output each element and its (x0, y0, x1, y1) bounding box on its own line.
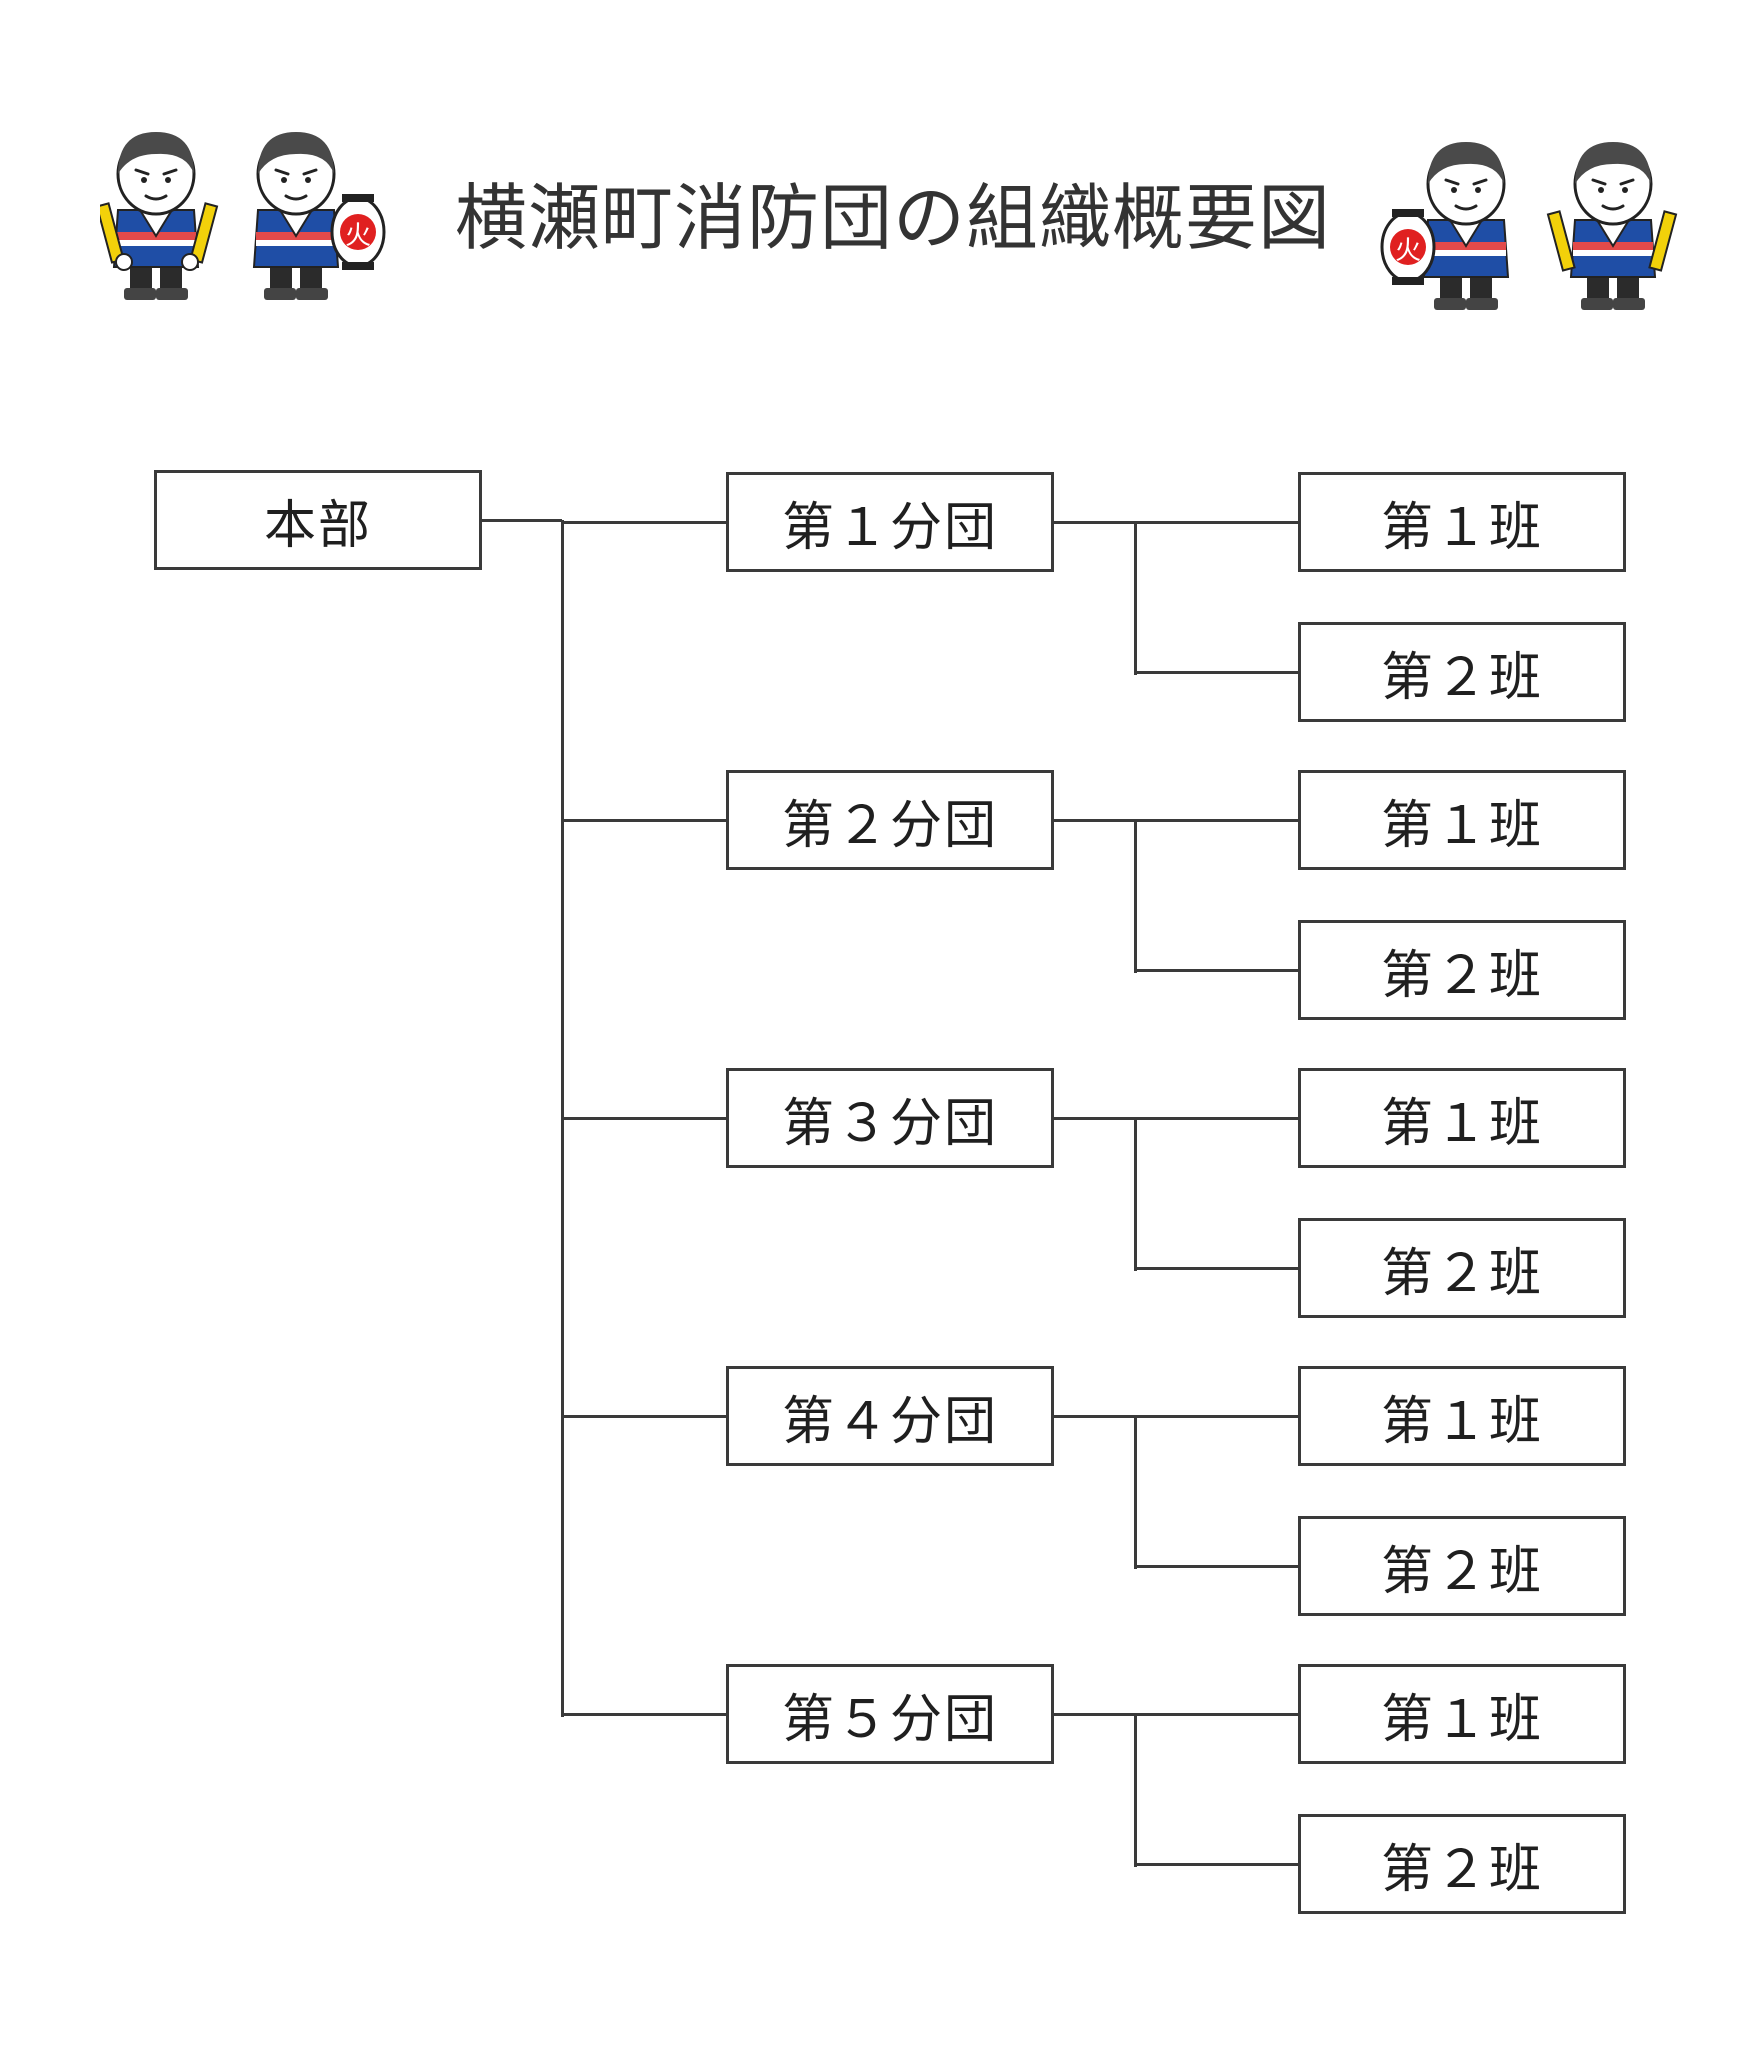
squad-node-1-2: 第２班 (1298, 622, 1626, 722)
connector-line (1054, 1713, 1298, 1716)
squad-node-5-1: 第１班 (1298, 1664, 1626, 1764)
connector-line (1135, 1863, 1298, 1866)
squad-node-2-2: 第２班 (1298, 920, 1626, 1020)
squad-node-4-1: 第１班 (1298, 1366, 1626, 1466)
division-node-4: 第４分団 (726, 1366, 1054, 1466)
connector-line (562, 521, 726, 524)
connector-line (1134, 820, 1137, 973)
page-title: 横瀬町消防団の組織概要図 (455, 176, 1332, 260)
connector-line (562, 1713, 726, 1716)
squad-node-4-2: 第２班 (1298, 1516, 1626, 1616)
division-node-5: 第５分団 (726, 1664, 1054, 1764)
lantern-mark: 火 (345, 221, 371, 251)
firefighter-with-baton-icon (1546, 140, 1678, 312)
division-node-1: 第１分団 (726, 472, 1054, 572)
connector-line (1135, 1267, 1298, 1270)
connector-line (1135, 969, 1298, 972)
connector-line (562, 1415, 726, 1418)
division-node-3: 第３分団 (726, 1068, 1054, 1168)
connector-line (1054, 521, 1298, 524)
squad-node-3-2: 第２班 (1298, 1218, 1626, 1318)
squad-node-1-1: 第１班 (1298, 472, 1626, 572)
connector-line (1135, 671, 1298, 674)
connector-line (1134, 1714, 1137, 1867)
division-node-2: 第２分団 (726, 770, 1054, 870)
root-node-headquarters: 本部 (154, 470, 482, 570)
firefighter-with-lantern-icon: 火 (252, 130, 386, 302)
lantern-mark: 火 (1395, 236, 1421, 266)
connector-line (1054, 1117, 1298, 1120)
firefighter-with-baton-icon (100, 130, 219, 302)
connector-line (562, 1117, 726, 1120)
connector-line (1054, 819, 1298, 822)
squad-node-3-1: 第１班 (1298, 1068, 1626, 1168)
connector-line (1135, 1565, 1298, 1568)
connector-line (1054, 1415, 1298, 1418)
firefighter-with-lantern-icon: 火 (1380, 140, 1510, 312)
connector-line (562, 819, 726, 822)
connector-line (482, 519, 562, 522)
squad-node-5-2: 第２班 (1298, 1814, 1626, 1914)
connector-line (561, 520, 564, 1717)
connector-line (1134, 1118, 1137, 1271)
connector-line (1134, 522, 1137, 675)
squad-node-2-1: 第１班 (1298, 770, 1626, 870)
connector-line (1134, 1416, 1137, 1569)
